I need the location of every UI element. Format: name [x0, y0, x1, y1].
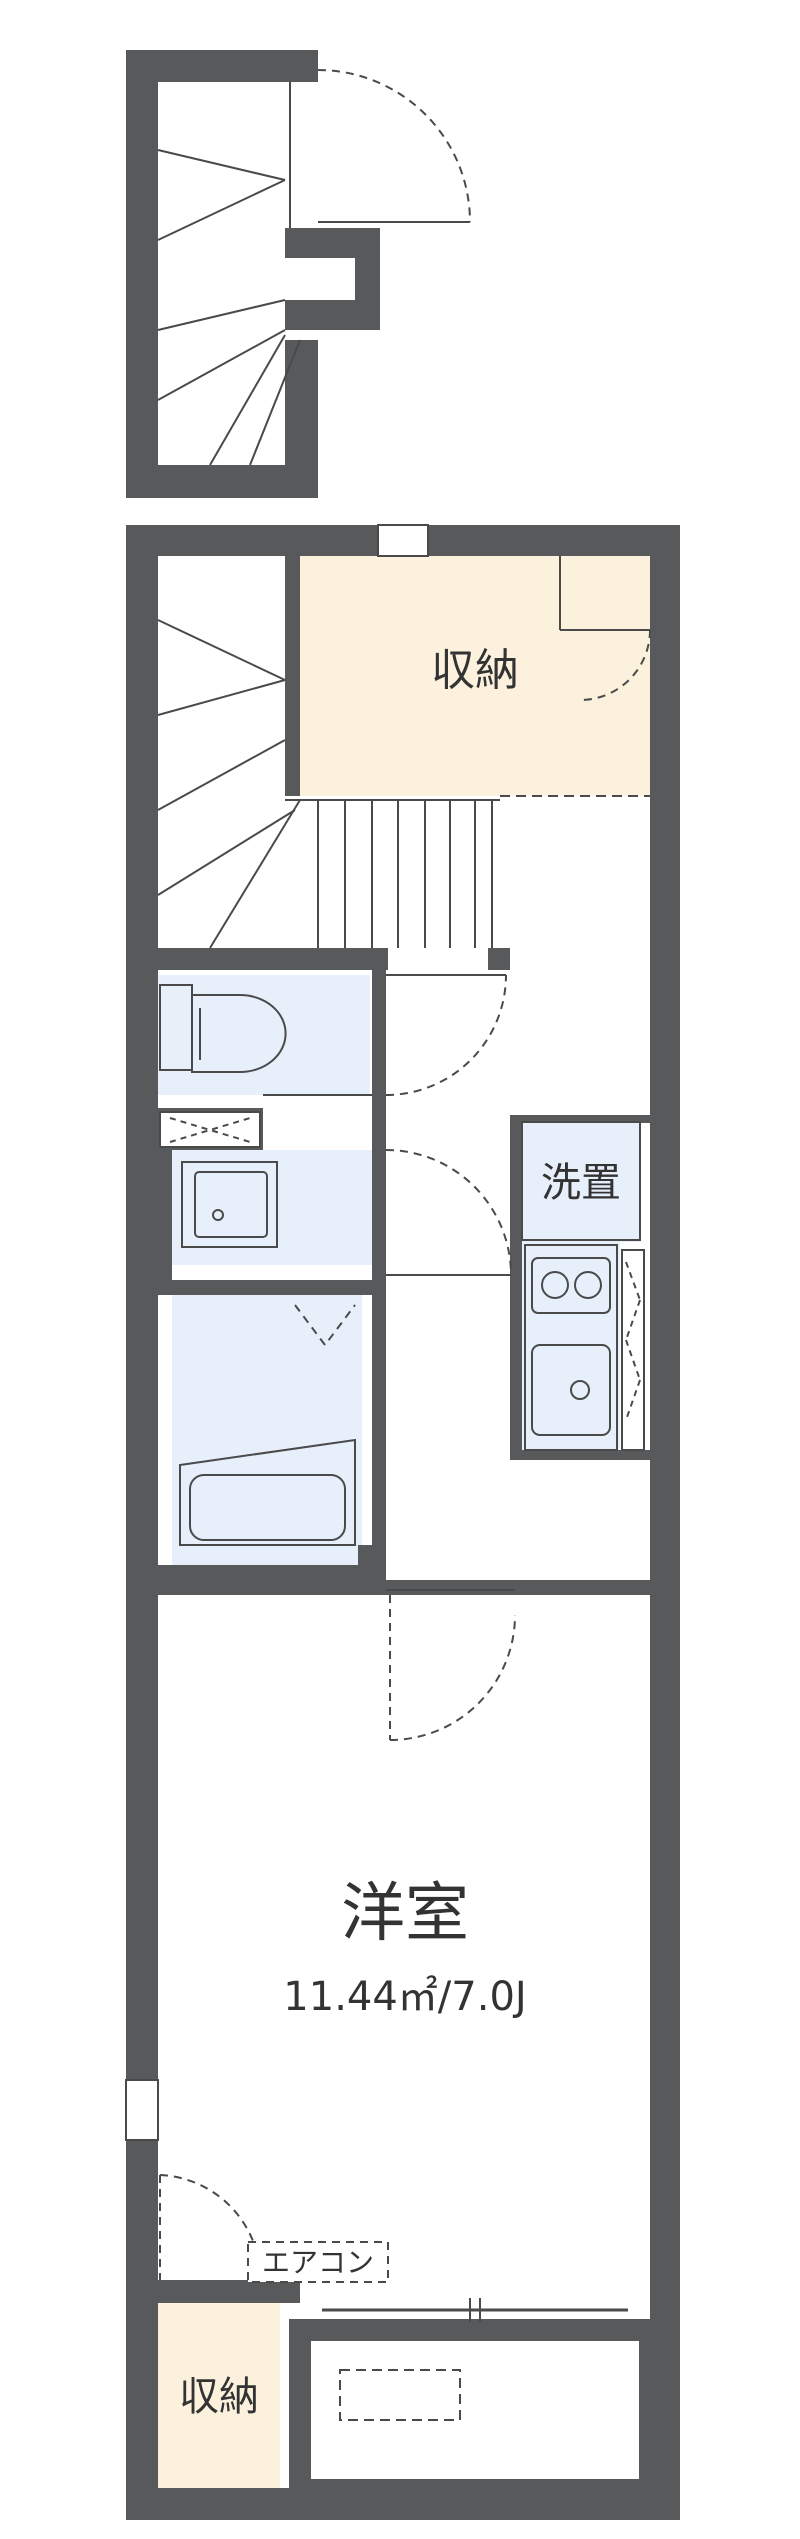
bathtub-icon — [179, 1304, 356, 1546]
toilet-icon — [159, 984, 372, 1096]
storage-upper-label: 収納 — [431, 645, 519, 696]
storage-lower-fill — [158, 2303, 280, 2488]
window-left — [125, 2079, 159, 2141]
washer-label: 洗置 — [541, 1160, 621, 1206]
toilet-door — [385, 974, 507, 1096]
storage-upper-door — [559, 556, 651, 701]
aircon-label: エアコン — [262, 2246, 374, 2279]
upper-stairs — [157, 82, 301, 466]
storage-lower-door — [159, 2174, 261, 2280]
upper-wall — [126, 50, 318, 498]
upper-floor — [126, 50, 471, 498]
storage-upper-fill — [300, 556, 650, 796]
sink-icon — [181, 1161, 278, 1248]
western-room-size: 11.44㎡/7.0J — [283, 1974, 526, 2020]
window-top — [377, 524, 429, 557]
kitchen-icon — [524, 1244, 645, 1451]
main-stairs — [157, 619, 650, 949]
upper-door — [317, 69, 471, 223]
upper-wall-notch — [285, 228, 380, 330]
aircon-box — [247, 2241, 389, 2283]
balcony-fixture — [339, 2369, 461, 2421]
western-room-label: 洋室 — [341, 1877, 469, 1951]
storage-lower-label: 収納 — [179, 2374, 259, 2420]
main-unit: 洗置 エアコン 収納 — [125, 524, 680, 2520]
balcony — [289, 2319, 661, 2501]
washroom-door — [385, 1149, 512, 1276]
small-cabinet — [159, 1111, 261, 1148]
room-door — [386, 1589, 516, 1741]
washer-box — [521, 1121, 641, 1241]
